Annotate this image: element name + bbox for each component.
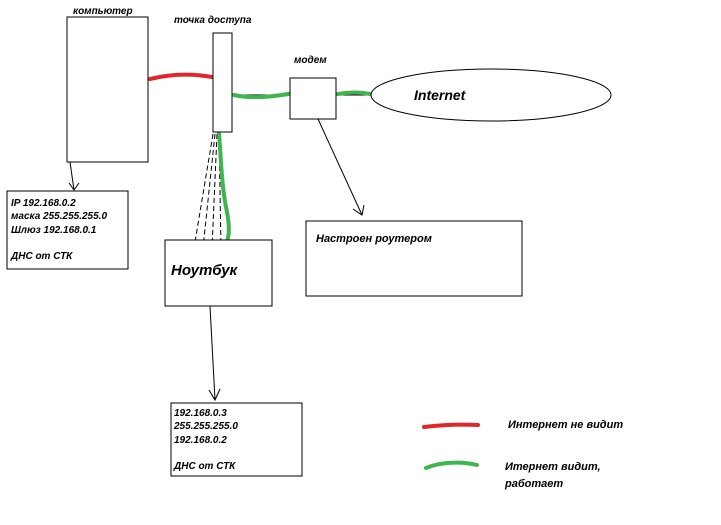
- computer-access-point-link-red: [148, 72, 214, 81]
- laptop-settings-arrowhead: [208, 388, 221, 402]
- legend-red-text: Интернет не видит: [508, 419, 623, 431]
- legend: Интернет не видит Итернет видит, работае…: [422, 419, 623, 490]
- laptop-ip-text: 192.168.0.3: [174, 408, 227, 419]
- modem-to-note-arrow: [317, 118, 363, 216]
- modem-label: модем: [294, 55, 327, 66]
- computer-settings-box: [6, 190, 129, 270]
- access-point-laptop-link-green: [217, 131, 231, 243]
- legend-green-text-line1: Итернет видит,: [505, 461, 601, 473]
- computer-dns-text: ДНС от СТК: [10, 251, 73, 262]
- modem-note-arrowhead: [352, 204, 365, 216]
- router-note-label: Настроен роутером: [316, 233, 432, 245]
- internet-label: Internet: [414, 87, 467, 103]
- computer-ip-text: IP 192.168.0.2: [11, 198, 76, 209]
- computer-mask-text: маска 255.255.255.0: [11, 211, 107, 222]
- modem-internet-link-green: [336, 90, 372, 96]
- computer-box: [66, 16, 149, 163]
- computer-to-settings-arrow: [69, 161, 75, 191]
- access-point-box: [212, 32, 233, 133]
- laptop-box: [164, 239, 273, 307]
- modem-box: [289, 77, 337, 120]
- legend-red-line: [422, 422, 480, 429]
- laptop-settings-box: [170, 402, 303, 477]
- legend-green-line: [424, 460, 479, 470]
- laptop-mask-text: 255.255.255.0: [173, 421, 238, 432]
- access-point-label: точка доступа: [174, 15, 252, 26]
- internet-cloud: [370, 68, 612, 122]
- laptop-to-settings-arrow: [209, 305, 216, 401]
- legend-green-text-line2: работает: [504, 478, 563, 490]
- laptop-label: Ноутбук: [171, 262, 239, 279]
- computer-settings-arrowhead: [68, 182, 80, 191]
- laptop-gateway-text: 192.168.0.2: [174, 435, 227, 446]
- laptop-dns-text: ДНС от СТК: [173, 461, 236, 472]
- computer-gateway-text: Шлюз 192.168.0.1: [11, 225, 97, 236]
- access-point-modem-link-green: [232, 91, 296, 100]
- router-note-box: [305, 220, 523, 297]
- wireless-signal-lines: [193, 133, 222, 249]
- computer-label: компьютер: [73, 6, 133, 17]
